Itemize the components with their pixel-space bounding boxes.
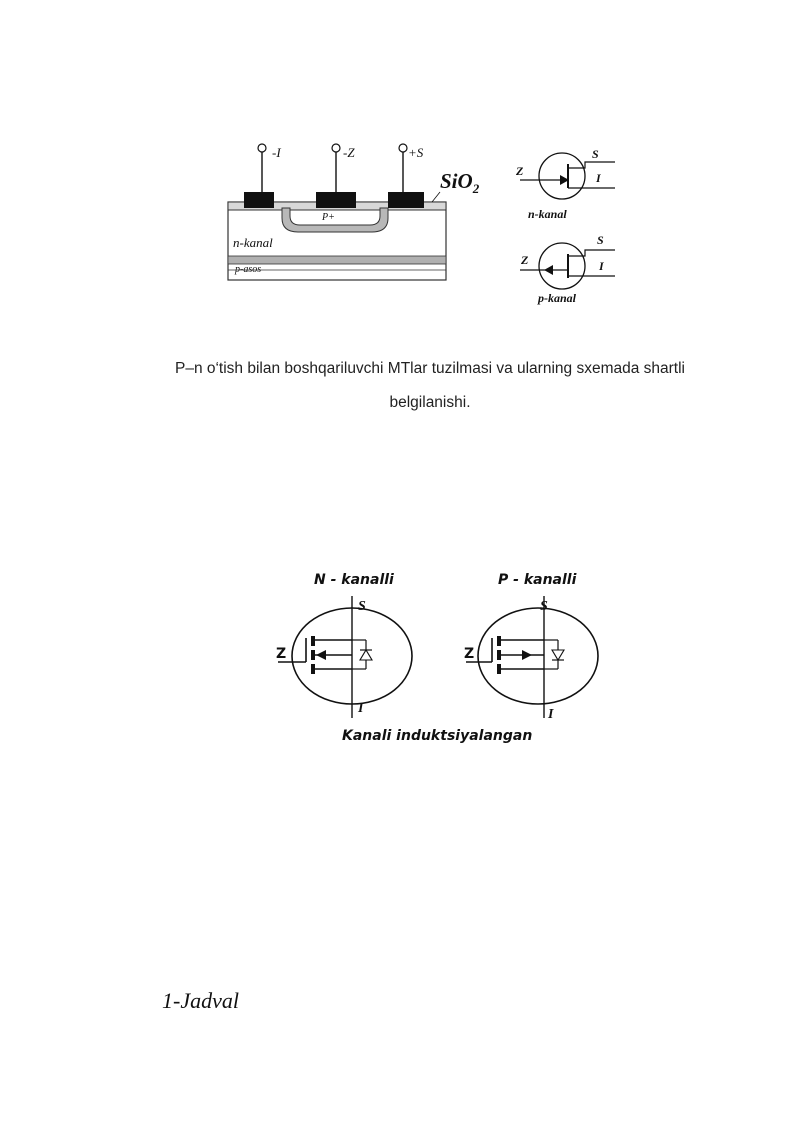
source-label: +S [408, 145, 424, 160]
n-symbol-gate-label: Z [515, 164, 524, 178]
table-label: 1-Jadval [162, 988, 239, 1013]
gate-contact [316, 192, 356, 208]
n-symbol-drain-label: I [595, 171, 602, 185]
p-symbol-drain-label: I [598, 259, 605, 273]
source-terminal-icon [398, 143, 408, 153]
arrow-left-icon [544, 265, 553, 275]
diode-icon [359, 648, 373, 661]
p-channel-title: P - kanalli [498, 572, 577, 588]
n-symbol-caption: n-kanal [528, 207, 567, 221]
n-channel-jfet-symbol: Z S I n-kanal [515, 147, 615, 221]
substrate-label: p-asos [234, 264, 261, 275]
drain-terminal-icon [257, 143, 267, 153]
n-symbol-source-label: S [592, 147, 599, 161]
figure-caption: P–n o‘tish bilan boshqariluvchi MTlar tu… [130, 352, 730, 420]
gate-terminal-icon [331, 143, 341, 153]
gate-label: -Z [343, 145, 355, 160]
p-channel-jfet-symbol: Z S I p-kanal [520, 233, 615, 305]
arrow-right-icon [522, 650, 532, 660]
channel-boundary-band [227, 255, 447, 265]
jfet-structure-figure: -I -Z +S SiO2 P+ n-kanal p-asos Z S I n-… [227, 143, 615, 305]
p-region-label: P+ [321, 212, 335, 223]
semiconductor-block [227, 201, 447, 281]
source-contact [388, 192, 424, 208]
p-gate-label: Z [464, 646, 474, 662]
diode-icon [551, 649, 565, 662]
caption-line-1: P–n o‘tish bilan boshqariluvchi MTlar tu… [174, 360, 685, 377]
p-symbol-source-label: S [597, 233, 604, 247]
p-source-label: S [540, 599, 548, 614]
arrow-right-icon [560, 175, 569, 185]
p-drain-label: I [547, 707, 554, 722]
n-channel-title: N - kanalli [314, 572, 394, 588]
n-source-label: S [358, 599, 366, 614]
p-channel-mosfet-symbol: Z S I [464, 596, 599, 722]
p-plus-region [281, 207, 389, 233]
p-symbol-gate-label: Z [520, 253, 529, 267]
mosfet-symbols-figure: N - kanalli P - kanalli Z S I [276, 572, 599, 744]
p-symbol-caption: p-kanal [537, 291, 577, 305]
oxide-label: SiO2 [440, 169, 480, 196]
channel-layer-label: n-kanal [233, 235, 273, 250]
caption-line-2: belgilanishi. [389, 394, 471, 411]
induced-channel-caption: Kanali induktsiyalangan [342, 728, 532, 744]
n-gate-label: Z [276, 646, 286, 662]
drain-label: -I [272, 145, 281, 160]
n-channel-mosfet-symbol: Z S I [276, 596, 413, 718]
n-drain-label: I [357, 701, 364, 716]
arrow-left-icon [316, 650, 326, 660]
drain-contact [244, 192, 274, 208]
